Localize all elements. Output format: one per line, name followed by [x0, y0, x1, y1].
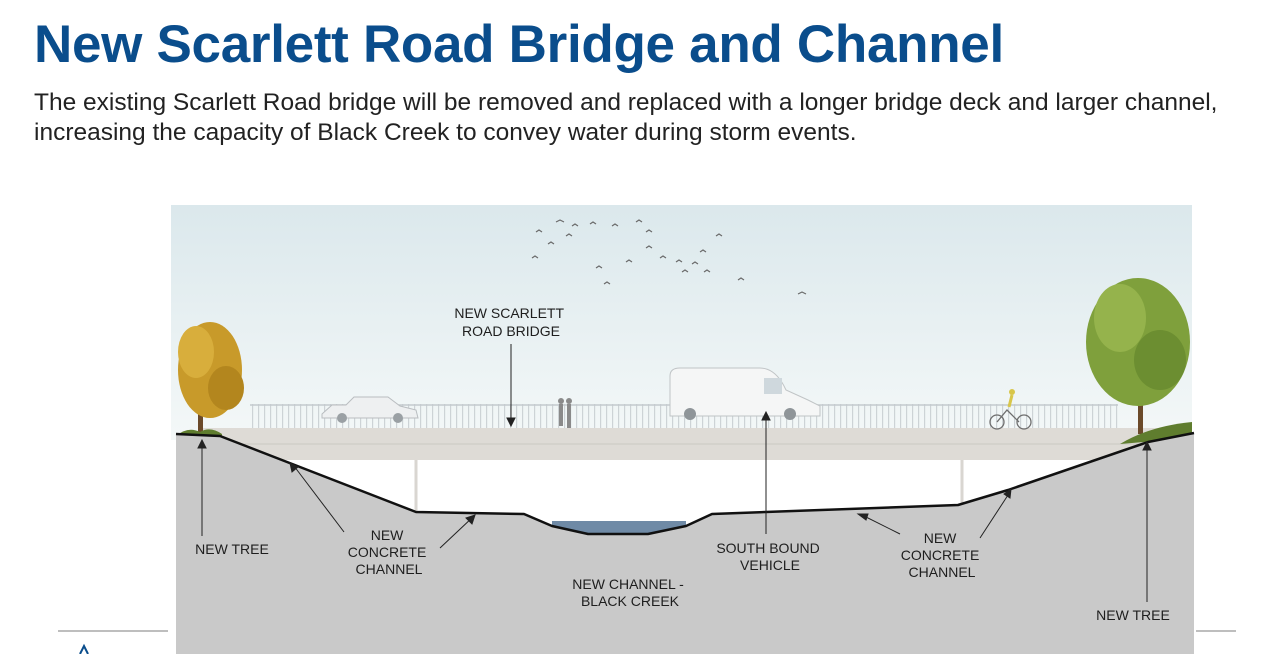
- van: [669, 367, 821, 420]
- car: [321, 396, 419, 423]
- birds: [531, 219, 807, 295]
- tree-left: [178, 322, 244, 434]
- label-vehicle: SOUTH BOUND VEHICLE: [716, 540, 823, 573]
- page-title: New Scarlett Road Bridge and Channel: [34, 15, 1004, 74]
- tree-right: [1086, 278, 1190, 434]
- corner-mark: [79, 643, 89, 654]
- label-creek: NEW CHANNEL - BLACK CREEK: [572, 576, 687, 609]
- ground-section: [176, 433, 1194, 654]
- channel-profile-line: [175, 431, 1195, 536]
- creek-water: [552, 521, 686, 534]
- label-new-tree-right: NEW TREE: [1096, 607, 1170, 623]
- cyclist: [989, 389, 1032, 430]
- label-new-tree-left: NEW TREE: [195, 541, 269, 557]
- label-channel-left: NEW CONCRETE CHANNEL: [348, 527, 430, 577]
- pedestrians: [558, 398, 572, 428]
- label-channel-right: NEW CONCRETE CHANNEL: [901, 530, 983, 580]
- label-bridge: NEW SCARLETT ROAD BRIDGE: [454, 305, 567, 339]
- leader-lines: [197, 344, 1152, 602]
- page-subtitle: The existing Scarlett Road bridge will b…: [34, 89, 1218, 146]
